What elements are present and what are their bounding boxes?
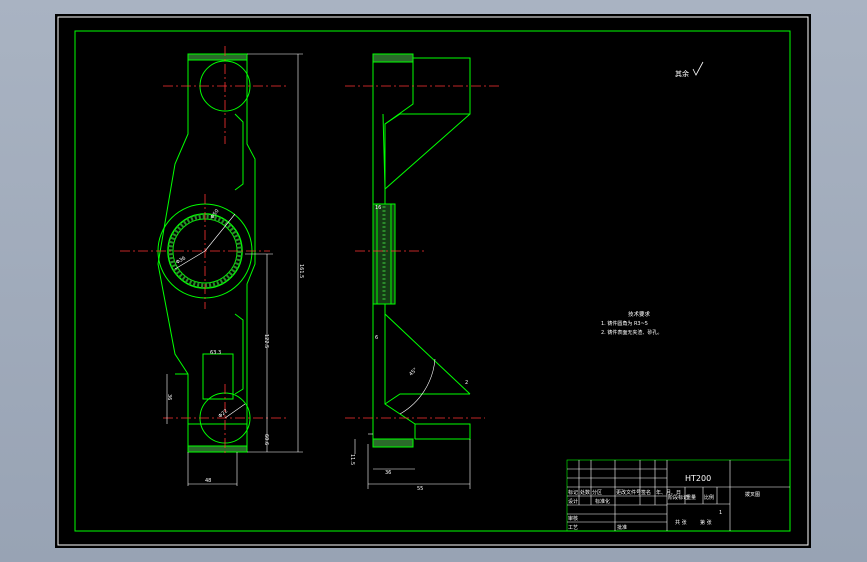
process-label: 工艺 [568,525,578,531]
dim-angle: 45° [408,367,419,378]
sheet-no: 第 张 [700,519,712,526]
outer-frame [57,16,809,546]
sign-label: 签名 [641,489,651,496]
designer-label: 设计 [568,498,578,505]
dim-side-bottom: 36 [385,470,391,476]
dim-bore-outer: Φ50 [210,208,221,220]
side-dimensions [354,358,471,489]
title-block [566,459,791,532]
note-2: 2. 铸件表面无夹渣、砂孔。 [601,329,662,336]
sheet-count: 共 张 [675,519,687,526]
dim-left-width: 36 [166,394,172,400]
drawing-canvas[interactable]: 161.5 122.5 60.6 63.3 Φ22 36 48 Φ50 Φ36 [55,14,811,548]
dim-bore-inner: Φ36 [175,255,187,265]
part-name: 拨叉图 [745,491,760,498]
material-label: HT200 [685,474,711,483]
zone-label: 分区 [592,489,602,496]
dim-side-width: 6 [375,335,378,341]
dim-small-side: 2 [465,380,468,386]
weight-label: 重量 [686,494,696,501]
dim-side-top: 16 [375,205,381,211]
mark-label: 标记 [568,489,578,496]
side-centerlines [345,85,500,419]
front-dimensions [166,53,303,486]
inner-frame [74,30,791,532]
dim-side-overall: 55 [417,486,423,492]
review-label: 审核 [568,515,578,522]
dim-small-hole: Φ22 [217,408,229,419]
dim-bottom-width: 48 [205,478,211,484]
scale-value: 1 [719,510,722,516]
dim-overall-height: 161.5 [298,264,304,278]
standard-label: 标准化 [595,498,610,505]
stage-label: 阶段标记 [668,494,688,501]
date-label: 年、月、日 [656,489,681,496]
roughness-icon [692,61,704,76]
change-label: 更改文件号 [616,489,641,496]
notes-title: 技术要求 [628,310,651,318]
dim-top-offset: 63.3 [210,350,221,356]
count-label: 处数 [580,489,590,496]
dim-bottom-side: 11.5 [349,454,355,465]
dim-lower-height: 122.5 [263,334,269,348]
cad-drawing: 161.5 122.5 60.6 63.3 Φ22 36 48 Φ50 Φ36 [57,16,809,546]
approve-label: 批准 [617,524,627,531]
side-view [372,53,471,448]
dim-bottom-length: 60.6 [263,434,269,445]
roughness-label: 其余 [675,69,689,78]
scale-label: 比例 [704,494,714,501]
note-1: 1. 铸件圆角为 R3~5 [601,320,648,327]
